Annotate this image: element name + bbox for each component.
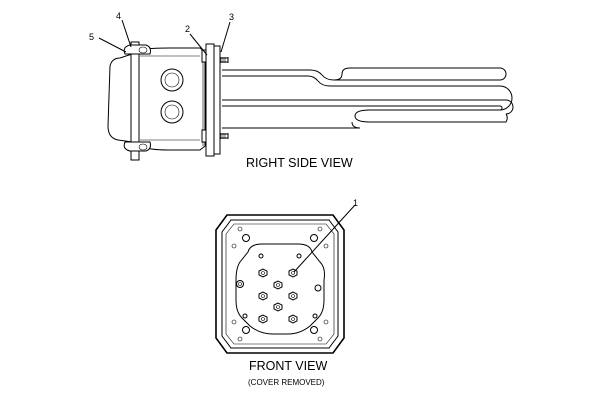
front-view: 1 FRONT VIEW (COVER REMOVED) <box>215 198 358 387</box>
conduit-port-lower <box>160 100 184 124</box>
mounting-flange <box>201 43 229 157</box>
corner-holes <box>231 226 329 342</box>
heating-element <box>222 67 514 129</box>
callout-2: 2 <box>185 24 190 34</box>
cover-clamp <box>123 41 151 161</box>
terminal-nuts <box>258 268 298 324</box>
callout-5: 5 <box>89 32 94 42</box>
callout-1: 1 <box>353 198 358 208</box>
right-side-view: 2 3 4 5 RIGHT SIDE VIEW <box>89 11 514 170</box>
front-housing-outline <box>215 214 345 354</box>
front-view-note: (COVER REMOVED) <box>248 378 325 387</box>
side-view-caption: RIGHT SIDE VIEW <box>246 156 353 170</box>
terminal-plate <box>235 243 325 335</box>
front-view-caption: FRONT VIEW <box>249 359 327 373</box>
callout-3: 3 <box>229 12 234 22</box>
conduit-port-upper <box>160 68 184 92</box>
terminal-housing <box>107 47 206 151</box>
callout-4: 4 <box>116 11 121 21</box>
